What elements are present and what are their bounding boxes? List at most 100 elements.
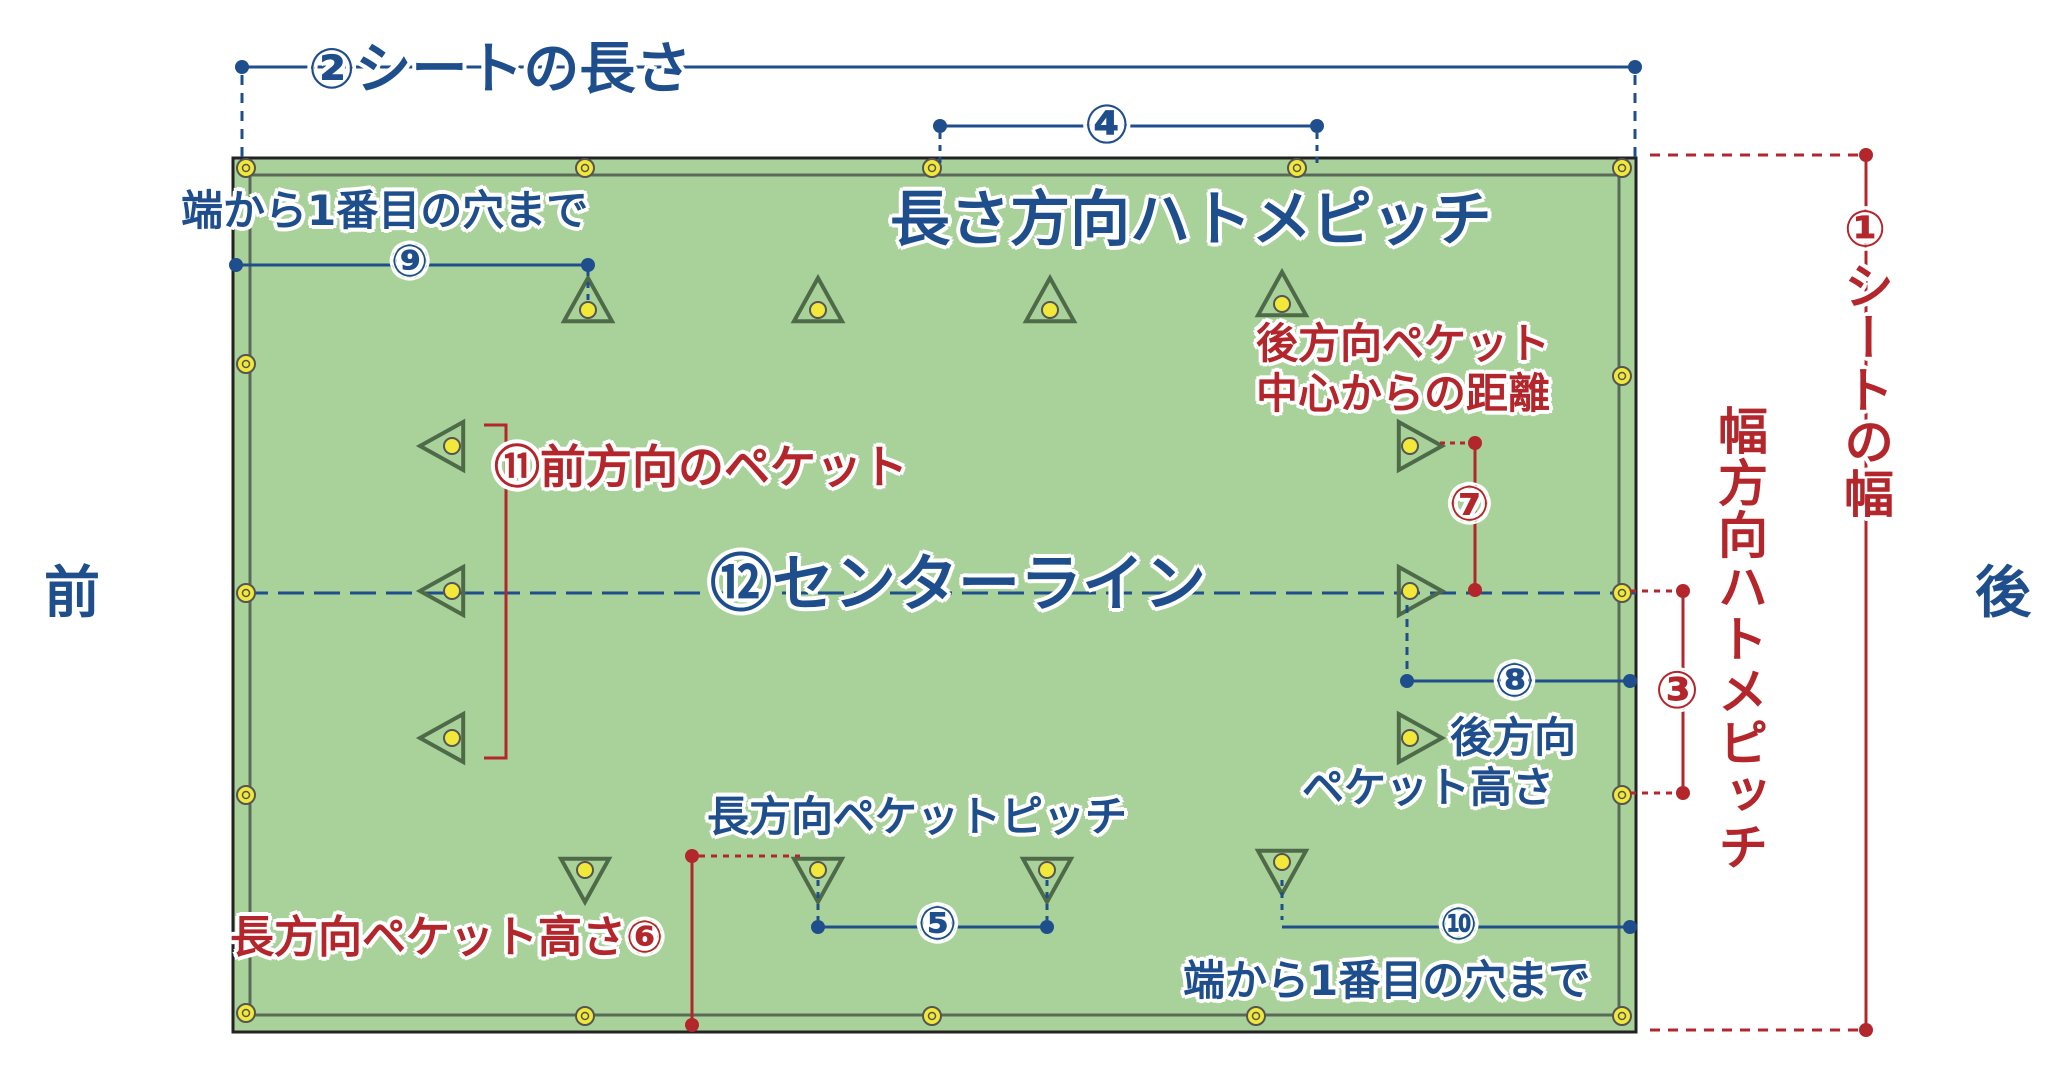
label-center-line: ⑫センターライン: [710, 547, 1207, 620]
grommet: [236, 583, 256, 603]
grommet: [1612, 158, 1632, 178]
pocket-triangle: [415, 563, 466, 619]
front-pockets-bracket: [484, 423, 508, 760]
dim-dot: [933, 119, 947, 133]
pocket-triangle: [415, 710, 466, 766]
pocket-group: [415, 267, 1447, 907]
dim-dot: [581, 258, 595, 272]
grommet: [1246, 1006, 1266, 1026]
label-rear-pocket-height-num: ⑧: [1495, 653, 1534, 707]
pocket-triangle: [1396, 563, 1447, 619]
pocket-grommet: [1401, 582, 1419, 600]
label-rear-pocket-dist-2: 中心からの距離: [1256, 369, 1551, 418]
label-rear-pocket-height-1: 後方向: [1450, 713, 1577, 762]
label-end-to-hole-bottom: 端から1番目の穴まで: [1183, 956, 1591, 1005]
pocket-grommet: [576, 861, 594, 879]
grommet-hole: [241, 163, 251, 173]
pocket-triangle: [790, 273, 846, 324]
dim-dot: [235, 60, 249, 74]
grommet: [922, 158, 942, 178]
pocket-grommet: [443, 729, 461, 747]
pocket-grommet: [1401, 437, 1419, 455]
grommet: [236, 1003, 256, 1023]
grommet-group: [236, 158, 1632, 1026]
label-sheet-length: ②シートの長さ: [308, 37, 692, 102]
pocket-triangle: [1396, 710, 1447, 766]
dim-dot: [1468, 583, 1482, 597]
pocket-grommet: [1041, 301, 1059, 319]
label-long-pocket-height: 長方向ペケット高さ⑥: [230, 912, 664, 963]
grommet-hole: [927, 163, 937, 173]
pocket-grommet: [579, 301, 597, 319]
grommet: [922, 1006, 942, 1026]
grommet: [1612, 1006, 1632, 1026]
grommet-hole: [1617, 588, 1627, 598]
label-front-pockets: ⑪前方向のペケット: [494, 440, 908, 494]
pocket-triangle: [790, 856, 846, 907]
grommet-hole: [1617, 790, 1627, 800]
label-rear-pocket-dist-num: ⑦: [1449, 476, 1490, 532]
label-end-to-hole-top: 端から1番目の穴まで: [181, 186, 589, 235]
pocket-triangle: [415, 418, 466, 474]
grommet: [236, 158, 256, 178]
pocket-grommet: [1273, 853, 1291, 871]
label-length-pitch-num: ④: [1084, 93, 1130, 156]
grommet-hole: [580, 1011, 590, 1021]
pocket-grommet: [809, 861, 827, 879]
grommet: [575, 1006, 595, 1026]
grommet-hole: [241, 359, 251, 369]
dim-dot: [1676, 584, 1690, 598]
label-width-pitch-num: ③: [1655, 661, 1700, 721]
grommet: [236, 354, 256, 374]
pocket-triangle: [1254, 848, 1310, 899]
grommet-hole: [1251, 1011, 1261, 1021]
dim-dot: [1623, 674, 1637, 688]
dim-dot: [1859, 148, 1873, 162]
grommet-hole: [241, 1008, 251, 1018]
pocket-triangle: [557, 856, 613, 907]
pocket-grommet: [809, 301, 827, 319]
grommet: [236, 785, 256, 805]
dim-dot: [685, 1018, 699, 1032]
grommet-hole: [241, 588, 251, 598]
dim-dot: [685, 849, 699, 863]
dim-dot: [229, 258, 243, 272]
label-width-pitch: 幅方向ハトメピッチ: [1710, 405, 1768, 873]
dim-dot: [811, 920, 825, 934]
grommet: [1612, 366, 1632, 386]
dim-dot: [1310, 119, 1324, 133]
grommet-hole: [1617, 371, 1627, 381]
pocket-grommet: [1401, 729, 1419, 747]
grommet: [1287, 158, 1307, 178]
grommet-hole: [241, 790, 251, 800]
pocket-grommet: [1038, 861, 1056, 879]
pocket-grommet: [443, 582, 461, 600]
label-rear-pocket-height-2: ペケット高さ: [1302, 763, 1555, 812]
dim-dot: [1400, 674, 1414, 688]
label-end-to-hole-bottom-num: ⑩: [1440, 899, 1478, 950]
pocket-triangle: [1396, 418, 1447, 474]
dim-dot: [1623, 920, 1637, 934]
label-length-pitch: 長さ方向ハトメピッチ: [890, 185, 1492, 255]
grommet-hole: [1292, 163, 1302, 173]
pocket-triangle: [560, 273, 616, 324]
grommet: [1612, 785, 1632, 805]
label-end-to-hole-top-num: ⑨: [391, 236, 429, 287]
grommet-hole: [580, 163, 590, 173]
label-long-pocket-pitch: 長方向ペケットピッチ: [707, 792, 1128, 841]
dim-dot: [1676, 786, 1690, 800]
grommet-hole: [927, 1011, 937, 1021]
pocket-triangle: [1254, 267, 1310, 318]
dim-dot: [1859, 1023, 1873, 1037]
label-back: 後: [1975, 561, 2031, 626]
dim-dot: [1468, 436, 1482, 450]
pocket-grommet: [1273, 295, 1291, 313]
grommet: [575, 158, 595, 178]
grommet-hole: [1617, 1011, 1627, 1021]
pocket-grommet: [443, 437, 461, 455]
label-front: 前: [44, 561, 100, 626]
dim-dot: [1628, 60, 1642, 74]
pocket-triangle: [1019, 856, 1075, 907]
label-long-pocket-pitch-num: ⑤: [918, 896, 957, 950]
label-sheet-width: ①シートの幅: [1836, 200, 1894, 520]
